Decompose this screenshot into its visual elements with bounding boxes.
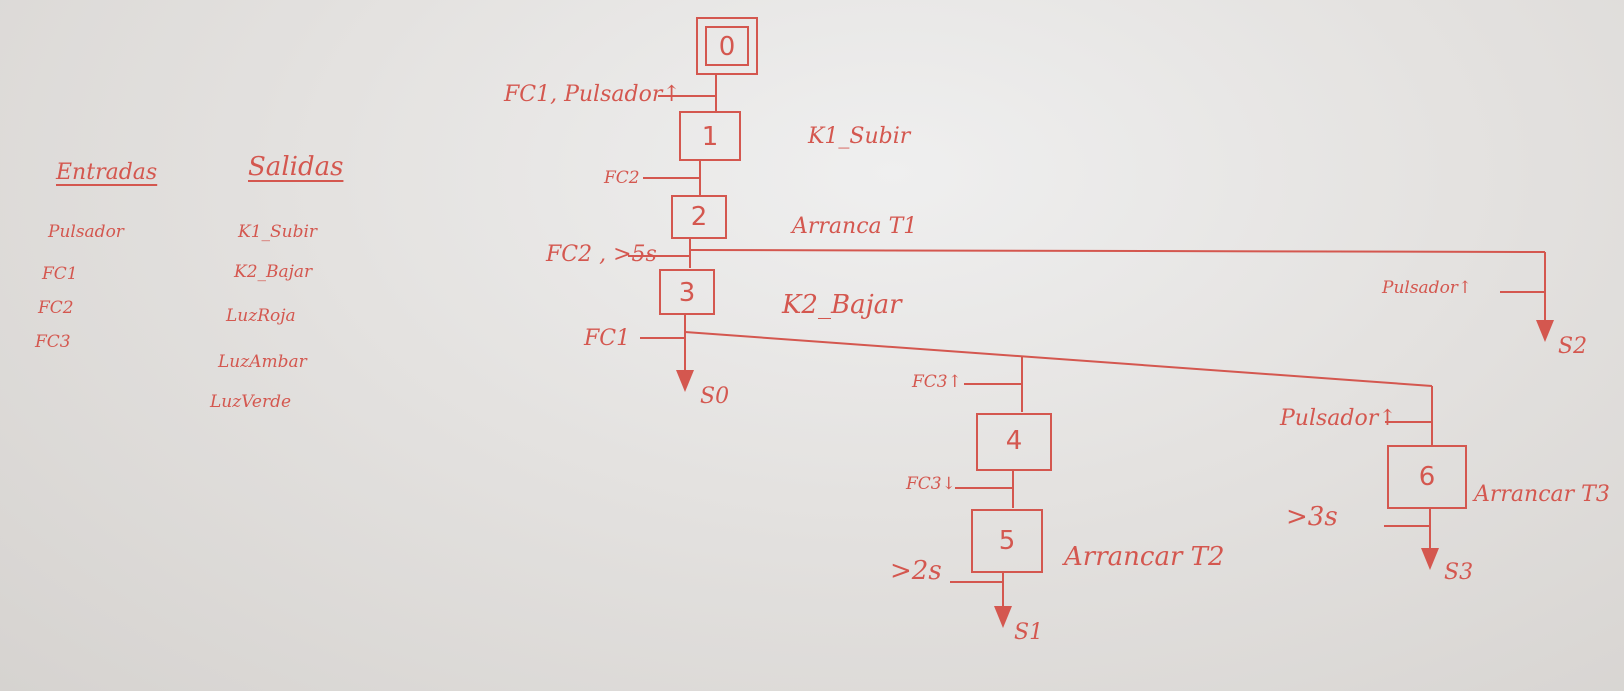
step-0-number: 0 bbox=[718, 32, 736, 62]
output-item: LuzAmbar bbox=[218, 352, 307, 372]
arrow-s2 bbox=[1536, 320, 1554, 342]
step-6-box bbox=[1387, 445, 1467, 509]
jump-s1: S1 bbox=[1014, 620, 1044, 645]
step-1-number: 1 bbox=[701, 122, 719, 152]
input-item: Pulsador bbox=[48, 222, 124, 242]
transition-0-label: FC1, Pulsador↑ bbox=[504, 82, 681, 107]
arrow-s0 bbox=[676, 370, 694, 392]
input-item: FC3 bbox=[35, 332, 71, 352]
output-item: LuzVerde bbox=[210, 392, 292, 412]
action-step-3: K2_Bajar bbox=[782, 290, 902, 320]
jump-s3: S3 bbox=[1444, 560, 1474, 585]
step-6-number: 6 bbox=[1418, 462, 1436, 492]
action-step-6: Arrancar T3 bbox=[1474, 482, 1610, 507]
step-1-box bbox=[679, 111, 741, 161]
step-4-number: 4 bbox=[1005, 426, 1023, 456]
arrow-s1 bbox=[994, 606, 1012, 628]
jump-s2: S2 bbox=[1558, 334, 1588, 359]
transition-3-label: FC1 bbox=[584, 326, 631, 351]
step-0-inner-box bbox=[705, 26, 749, 66]
divergence-line-s2 bbox=[689, 249, 1546, 253]
transition-2-label: FC2 , >5s bbox=[546, 242, 657, 267]
step-3-box bbox=[659, 269, 715, 315]
transition-6-label: >3s bbox=[1286, 502, 1338, 532]
output-item: LuzRoja bbox=[226, 306, 296, 326]
outputs-header: Salidas bbox=[248, 152, 344, 182]
input-item: FC1 bbox=[42, 264, 78, 284]
divergence-line-3 bbox=[684, 331, 1433, 387]
transition-6-in-label: Pulsador↑ bbox=[1280, 406, 1397, 431]
transition-5-label: >2s bbox=[890, 556, 942, 586]
action-step-2: Arranca T1 bbox=[792, 214, 918, 239]
step-2-box bbox=[671, 195, 727, 239]
step-2-number: 2 bbox=[690, 202, 708, 232]
output-item: K2_Bajar bbox=[234, 262, 313, 282]
step-3-number: 3 bbox=[678, 278, 696, 308]
action-step-5: Arrancar T2 bbox=[1064, 542, 1225, 572]
jump-s0: S0 bbox=[700, 384, 730, 409]
inputs-header: Entradas bbox=[56, 160, 158, 185]
step-5-box bbox=[971, 509, 1043, 573]
transition-fc3-up-label: FC3↑ bbox=[912, 372, 962, 392]
arrow-s3 bbox=[1421, 548, 1439, 570]
input-item: FC2 bbox=[38, 298, 74, 318]
transition-1-label: FC2 bbox=[604, 168, 640, 188]
transition-s2-label: Pulsador↑ bbox=[1382, 278, 1473, 298]
output-item: K1_Subir bbox=[238, 222, 318, 242]
action-step-1: K1_Subir bbox=[808, 124, 911, 149]
step-5-number: 5 bbox=[998, 526, 1016, 556]
step-0-outer-box bbox=[696, 17, 758, 75]
transition-fc3-down-label: FC3↓ bbox=[906, 474, 956, 494]
